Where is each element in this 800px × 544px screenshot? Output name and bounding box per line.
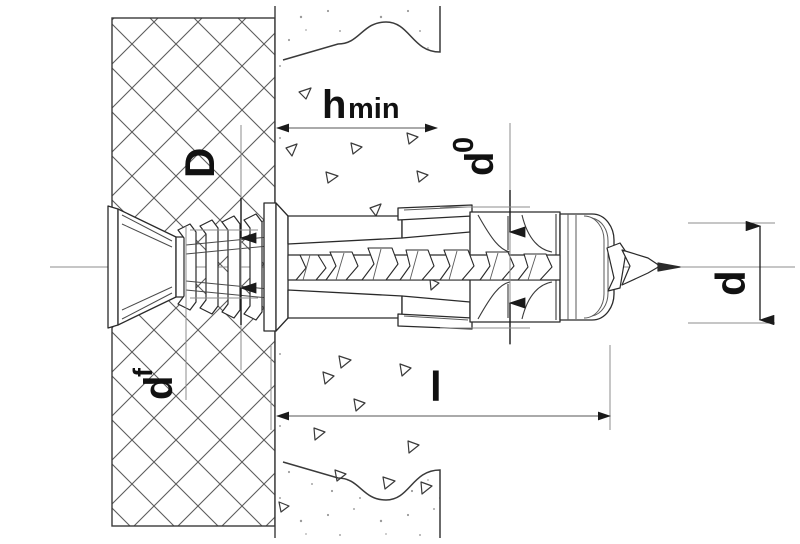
dimension-d: d	[688, 220, 775, 326]
d0-label-main: d	[458, 152, 502, 176]
screw-point-tip	[606, 242, 681, 292]
d-label-main: d	[707, 270, 754, 296]
dimension-hmin: h min	[275, 83, 439, 133]
df-label-main: d	[137, 376, 181, 400]
screw-thread	[177, 213, 269, 321]
l-label-main: l	[430, 363, 442, 410]
expansion-anchor-body	[263, 202, 615, 332]
hmin-label-main: h	[322, 83, 346, 127]
d0-label-sub: 0	[448, 137, 480, 153]
hmin-label-sub: min	[348, 93, 400, 125]
D-label-main: D	[176, 148, 223, 178]
dimension-df: d f	[128, 226, 187, 400]
df-label-sub: f	[128, 367, 158, 377]
dimension-d0: d 0	[440, 123, 530, 345]
dimension-D: D	[176, 125, 258, 370]
dimension-l: l	[270, 345, 612, 430]
